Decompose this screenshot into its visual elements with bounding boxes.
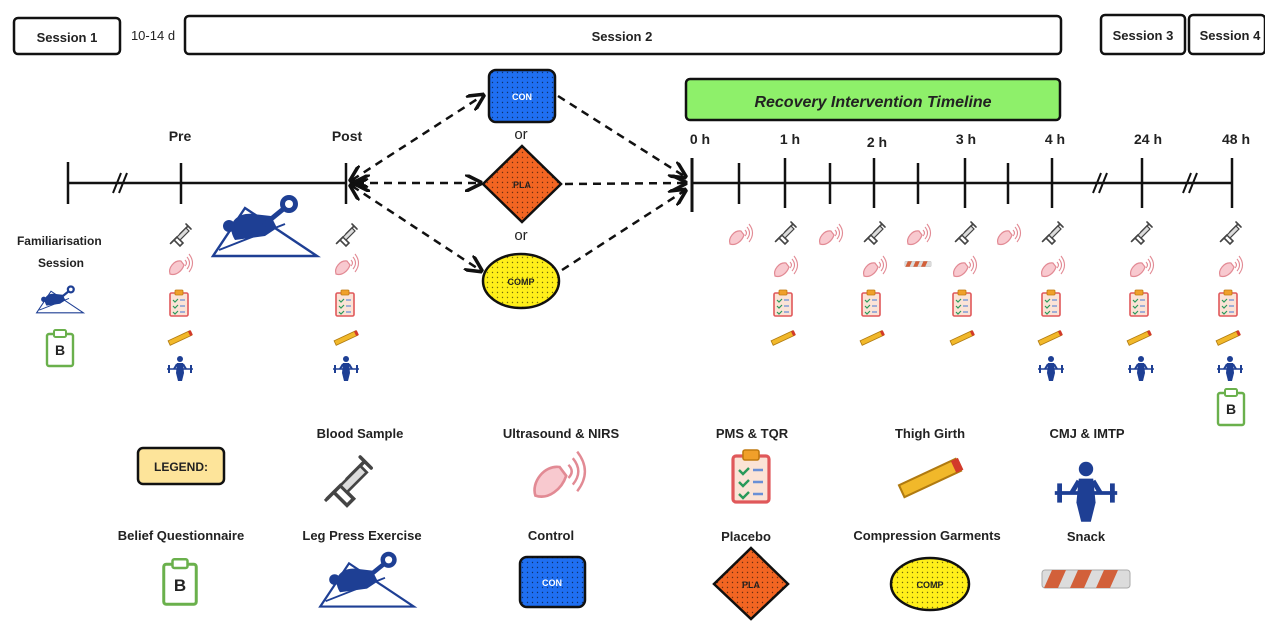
syringe-icon-3h	[954, 221, 977, 245]
pre-label: Pre	[169, 128, 192, 144]
legend-snack-label: Snack	[1067, 529, 1106, 544]
pre-lifter-icon	[166, 355, 194, 382]
legend-con-label: CON	[542, 578, 562, 588]
recovery-banner-label: Recovery Intervention Timeline	[754, 94, 991, 111]
legend-pla-label: PLA	[742, 580, 761, 590]
comp-label: COMP	[508, 277, 535, 287]
timepoint-3h: 3 h	[956, 131, 976, 147]
legend-ruler-icon	[897, 456, 965, 499]
or-label-2: or	[514, 227, 527, 244]
lifter-icon-24h	[1127, 355, 1155, 382]
session-1-label: Session 1	[37, 30, 98, 45]
legend-lifter-icon	[1055, 462, 1117, 522]
ruler-icon-24h	[1126, 329, 1153, 346]
syringe-icon-2h	[863, 221, 886, 245]
pla-label: PLA	[513, 180, 532, 190]
ruler-icon-3h	[949, 329, 976, 346]
timepoint-4h: 4 h	[1045, 131, 1065, 147]
post-lifter-icon	[332, 355, 360, 382]
session-2-label: Session 2	[592, 29, 653, 44]
session-1-box	[12, 16, 122, 56]
legend-probe-icon	[533, 450, 587, 498]
legend-box	[136, 446, 226, 486]
legend-title: LEGEND:	[154, 460, 208, 474]
recovery-banner	[684, 77, 1062, 122]
legpress-exercise-icon	[213, 195, 317, 256]
clipboard-icon-4h	[1041, 289, 1061, 317]
timepoint-24h: 24 h	[1134, 131, 1162, 147]
post-ruler-icon	[333, 329, 360, 346]
probe-icon-4h	[1041, 255, 1066, 278]
snack-icon-2h	[904, 261, 932, 267]
timepoint-2h: 2 h	[867, 134, 887, 150]
legend-clipboard-icon	[731, 448, 771, 504]
legend-legpress-icon	[320, 552, 414, 607]
familiarisation-label: Familiarisation Session	[17, 234, 105, 270]
recovery-probe-icon	[729, 223, 754, 246]
ruler-icon-2h	[859, 329, 886, 346]
legend-pms-label: PMS & TQR	[716, 426, 789, 441]
recovery-probe-icon	[819, 223, 844, 246]
pre-syringe-icon	[169, 223, 192, 247]
probe-icon-24h	[1130, 255, 1155, 278]
session-2-box	[183, 14, 1063, 56]
clipboard-icon-24h	[1129, 289, 1149, 317]
clipboard-icon-48h	[1218, 289, 1238, 317]
post-probe-icon	[335, 253, 360, 276]
recovery-probe-icon	[907, 223, 932, 246]
belief-badge-48h: B	[1226, 401, 1236, 417]
ruler-icon-1h	[770, 329, 797, 346]
timepoint-48h: 48 h	[1222, 131, 1250, 147]
clipboard-icon-3h	[952, 289, 972, 317]
familiarisation-belief-badge: B	[55, 342, 65, 358]
lifter-icon-4h	[1037, 355, 1065, 382]
legend-cmj-label: CMJ & IMTP	[1049, 426, 1124, 441]
intervention-arrows	[352, 96, 684, 270]
recovery-probe-icon	[997, 223, 1022, 246]
familiarisation-legpress-icon	[35, 284, 85, 314]
timepoint-0h: 0 h	[690, 131, 710, 147]
session-3-label: Session 3	[1113, 28, 1174, 43]
legend-comp-label: COMP	[917, 580, 944, 590]
session-gap-label: 10-14 d	[131, 28, 175, 43]
lifter-icon-48h	[1216, 355, 1244, 382]
legend-compression-label: Compression Garments	[853, 528, 1000, 543]
legend-syringe-icon	[323, 455, 373, 508]
legend-control-label: Control	[528, 528, 574, 543]
ruler-icon-4h	[1037, 329, 1064, 346]
clipboard-icon-1h	[773, 289, 793, 317]
timepoint-1h: 1 h	[780, 131, 800, 147]
legend-girth-label: Thigh Girth	[895, 426, 965, 441]
or-label-1: or	[514, 126, 527, 143]
pre-probe-icon	[169, 253, 194, 276]
con-label: CON	[512, 92, 532, 102]
probe-icon-48h	[1219, 255, 1244, 278]
ruler-icon-48h	[1215, 329, 1242, 346]
post-syringe-icon	[335, 223, 358, 247]
syringe-icon-1h	[774, 221, 797, 245]
legend-legpress-label: Leg Press Exercise	[302, 528, 421, 543]
syringe-icon-4h	[1041, 221, 1064, 245]
legend-belief-badge: B	[174, 576, 186, 595]
syringe-icon-48h	[1219, 221, 1242, 245]
session-3-box	[1099, 13, 1187, 56]
session-4-box	[1187, 13, 1265, 56]
post-clipboard-icon	[335, 289, 355, 317]
pre-clipboard-icon	[169, 289, 189, 317]
session-4-label: Session 4	[1200, 28, 1261, 43]
probe-icon-3h	[953, 255, 978, 278]
clipboard-icon-2h	[861, 289, 881, 317]
legend-snack-icon	[1041, 569, 1131, 589]
syringe-icon-24h	[1130, 221, 1153, 245]
legend-blood-label: Blood Sample	[317, 426, 404, 441]
pre-ruler-icon	[167, 329, 194, 346]
probe-icon-2h	[863, 255, 888, 278]
legend-belief-label: Belief Questionnaire	[118, 528, 244, 543]
legend-ultrasound-label: Ultrasound & NIRS	[503, 426, 620, 441]
probe-icon-1h	[774, 255, 799, 278]
post-label: Post	[332, 128, 363, 144]
legend-placebo-label: Placebo	[721, 529, 771, 544]
